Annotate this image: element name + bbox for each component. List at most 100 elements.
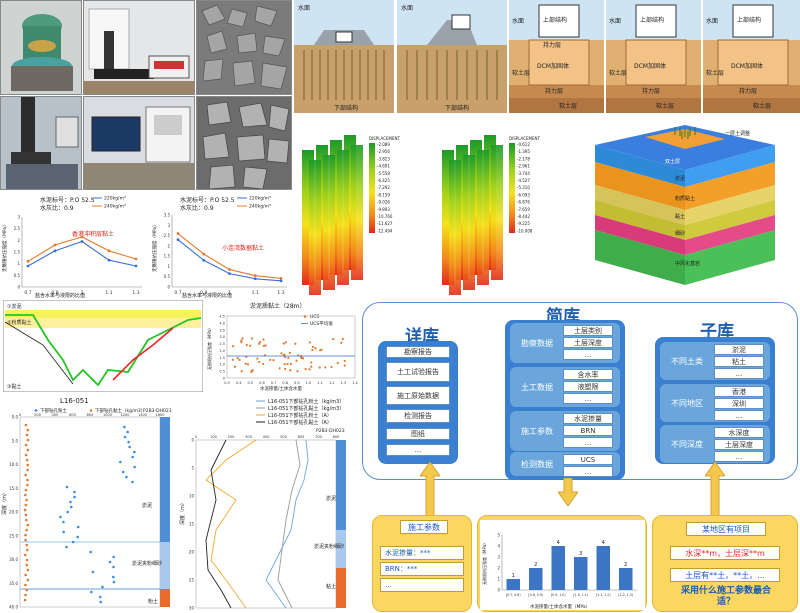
y-tick-label: 0: [191, 438, 194, 443]
fem-legend-value: -3.823: [377, 156, 390, 161]
scatter-point: [236, 356, 239, 360]
project-query-line2: 土层有**土，**土，...: [670, 568, 780, 582]
bar-value-label: 4: [557, 540, 560, 546]
section1-bottom-label: 下部结构: [334, 104, 358, 112]
layer-bar: [336, 440, 346, 530]
series-line: [205, 439, 257, 609]
legend-swatch: [34, 409, 38, 412]
x-tick-label: 1000: [103, 413, 112, 417]
fem-legend-value: -2.089: [377, 142, 390, 147]
bar-value-label: 2: [624, 562, 627, 568]
y-tick-label: 2: [17, 238, 20, 243]
bore1-legend-0: 下部钻孔粉土: [40, 407, 67, 414]
scatter-point: [249, 344, 252, 347]
x-tick-label: 1.3: [277, 290, 284, 296]
scatter-point: [302, 357, 305, 360]
sub-group-item: ...: [714, 451, 764, 462]
mixer-illustration: [1, 1, 81, 94]
data-point: [53, 249, 57, 253]
data-point: [253, 277, 257, 281]
geological-profile: ①淤泥 ②粉质黏土 ③黏土: [3, 300, 203, 392]
fem-legend-value: -9.225: [517, 221, 530, 226]
geo-label-0: ①淤泥: [7, 303, 21, 310]
fem-legend-value: -7.292: [377, 185, 390, 190]
scatter-point: [311, 345, 315, 349]
scatter-legend-0: UCS: [310, 314, 319, 320]
block-layer-4: 细砂: [675, 230, 685, 237]
orange-point: [26, 448, 30, 452]
detail-item: 土工试验报告: [386, 362, 450, 382]
blue-point: [76, 525, 80, 529]
bore2-legend-3: L16-051下部钻孔黏土（A）: [268, 419, 332, 426]
data-point: [107, 249, 111, 253]
blue-point: [131, 455, 134, 459]
block-layer-2: 粉质黏土: [675, 195, 695, 202]
dcm1-water: 水面: [512, 17, 524, 25]
blue-point: [133, 450, 136, 454]
scatter-point: [259, 340, 262, 344]
fem-legend-value: -12.494: [377, 228, 393, 233]
data-point: [176, 232, 180, 235]
data-point: [279, 279, 283, 283]
histogram-bar: [506, 579, 520, 590]
x-tick-label: 400: [52, 413, 59, 417]
scatter-point: [233, 365, 236, 368]
sub-group-item: ...: [714, 410, 764, 421]
data-point: [107, 258, 111, 262]
sub-group-item: 深圳: [714, 398, 764, 409]
data-point: [80, 235, 84, 239]
orange-point: [24, 593, 27, 597]
y-tick-label: 2: [167, 243, 170, 248]
scatter-point: [258, 360, 261, 364]
bar-value-label: 2: [534, 562, 537, 568]
chart1-line1: 水泥标号：P.O 52.5: [40, 196, 95, 204]
dcm2-soft: 软土层: [609, 69, 627, 77]
scatter-point: [240, 341, 243, 344]
y-tick-label: 2.0: [219, 349, 225, 353]
y-tick-label: 3: [167, 223, 170, 228]
scatter-point: [310, 361, 313, 364]
x-tick-label: 300: [245, 435, 252, 439]
fem-legend-value: -6.093: [517, 192, 530, 197]
y-tick-label: 10: [189, 494, 195, 499]
dcm3-deep: 软土层: [753, 102, 771, 110]
sub-group-name: 不同土类: [671, 357, 703, 366]
blue-point: [98, 595, 102, 599]
fem-legend-value: -5.310: [517, 185, 530, 190]
histo-xlabel: 水泥掺量/土体含水量（MPa）: [530, 603, 590, 610]
bore1-ylabel: 深度（m）: [1, 490, 8, 515]
param-brn: BRN：***: [380, 562, 464, 576]
fem-model-a: DISPLACEMENT -2.089-2.956-3.823-4.691-5.…: [302, 135, 400, 295]
orange-point: [26, 463, 29, 467]
blue-point: [123, 425, 126, 429]
blue-point: [62, 530, 65, 534]
sub-group-name: 不同地区: [671, 399, 703, 408]
y-tick-label: 3.5: [164, 213, 171, 218]
dcm1-hard: 持力层: [545, 87, 563, 95]
detail-item: ...: [386, 444, 450, 456]
y-tick-label: 1.5: [14, 250, 21, 255]
fem-legend-value: -7.659: [517, 207, 530, 212]
scatter-point: [311, 348, 314, 352]
x-tick-label: 1.2: [329, 381, 335, 385]
data-point: [26, 264, 30, 268]
fem-model-b: DISPLACEMENT -0.612-1.395-2.178-2.961-3.…: [442, 135, 540, 295]
layer-bar: [160, 542, 170, 589]
chart2-line2: 水灰比：0.9: [180, 204, 214, 212]
scatter-ylabel: 无侧限抗压强度（MPa）: [206, 326, 212, 370]
bar-value-label: 1: [512, 573, 515, 579]
blue-point: [127, 440, 130, 444]
ucs-chart-2: 水泥标号：P.O 52.5 水灰比：0.9 小连湾数据黏土 盐含水率与液限的比值…: [151, 196, 287, 299]
scatter-point: [245, 343, 248, 347]
x-tick-label: 0.9: [200, 290, 207, 296]
y-tick-label: 30: [189, 606, 195, 611]
bore2-legend-0: L16-051下部钻孔粉土（kg/m3）: [268, 398, 344, 405]
fem-legend-value: -11.627: [377, 221, 393, 226]
geo-label-2: ③黏土: [7, 383, 21, 390]
x-tick-label: 200: [228, 435, 235, 439]
dcm3-water: 水面: [706, 17, 718, 25]
y-tick-label: 0.5: [14, 273, 21, 278]
scatter-point: [284, 367, 287, 371]
scatter-point: [231, 345, 235, 348]
dcm2-water: 水面: [609, 17, 621, 25]
